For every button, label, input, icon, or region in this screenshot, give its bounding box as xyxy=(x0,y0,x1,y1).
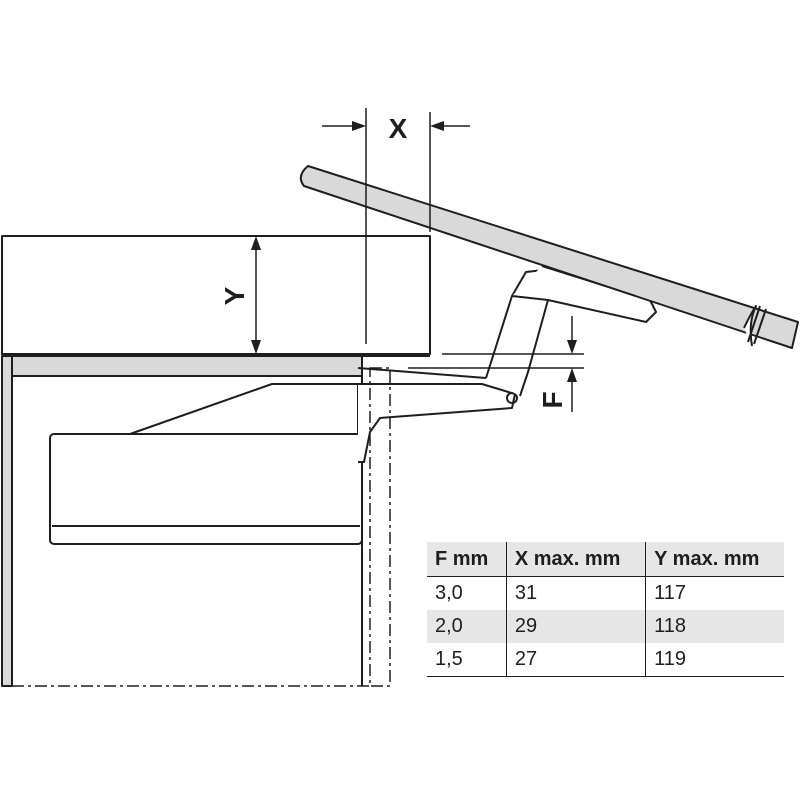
header-x-max: X max. mm xyxy=(505,542,646,577)
y-dimension-label: Y xyxy=(219,286,250,305)
y-arrow-top xyxy=(251,236,261,250)
flap-door xyxy=(299,165,799,349)
dimension-table: F mm X max. mm Y max. mm 3,0 31 117 2,0 … xyxy=(427,542,784,677)
lift-housing xyxy=(129,383,359,435)
table-row: 3,0 31 117 xyxy=(427,576,784,610)
break-mark-2 xyxy=(747,305,761,343)
cell-y: 118 xyxy=(645,610,784,643)
f-dimension-label: F xyxy=(537,391,568,408)
table-row: 2,0 29 118 xyxy=(427,610,784,643)
lower-arm xyxy=(358,383,516,463)
header-y-max: Y max. mm xyxy=(645,542,784,577)
cell-x: 27 xyxy=(505,643,646,677)
f-arrow-bottom xyxy=(567,368,577,382)
arm-top-edge xyxy=(357,367,487,379)
cell-y: 119 xyxy=(645,643,784,677)
mounting-plate xyxy=(11,355,363,377)
cell-f: 3,0 xyxy=(435,582,463,604)
cell-f: 2,0 xyxy=(427,610,507,643)
pivot-joint xyxy=(506,392,518,404)
lift-body xyxy=(49,433,363,545)
y-arrow-bottom xyxy=(251,340,261,354)
top-board xyxy=(1,235,431,355)
f-arrow-top xyxy=(567,340,577,354)
cell-x: 31 xyxy=(505,576,646,610)
cabinet-side-wall xyxy=(1,355,13,687)
break-mark-3 xyxy=(753,308,767,345)
table-header-row: F mm X max. mm Y max. mm xyxy=(427,542,784,577)
x-arrow-left xyxy=(352,121,366,131)
cell-x: 29 xyxy=(505,610,646,643)
door-outline-dashed xyxy=(369,367,391,687)
header-f: F mm xyxy=(427,542,507,577)
cell-y: 117 xyxy=(645,576,784,610)
table-row: 1,5 27 119 xyxy=(427,643,784,677)
x-dimension-label: X xyxy=(389,113,408,144)
x-arrow-right xyxy=(430,121,444,131)
cell-f: 1,5 xyxy=(427,643,507,677)
